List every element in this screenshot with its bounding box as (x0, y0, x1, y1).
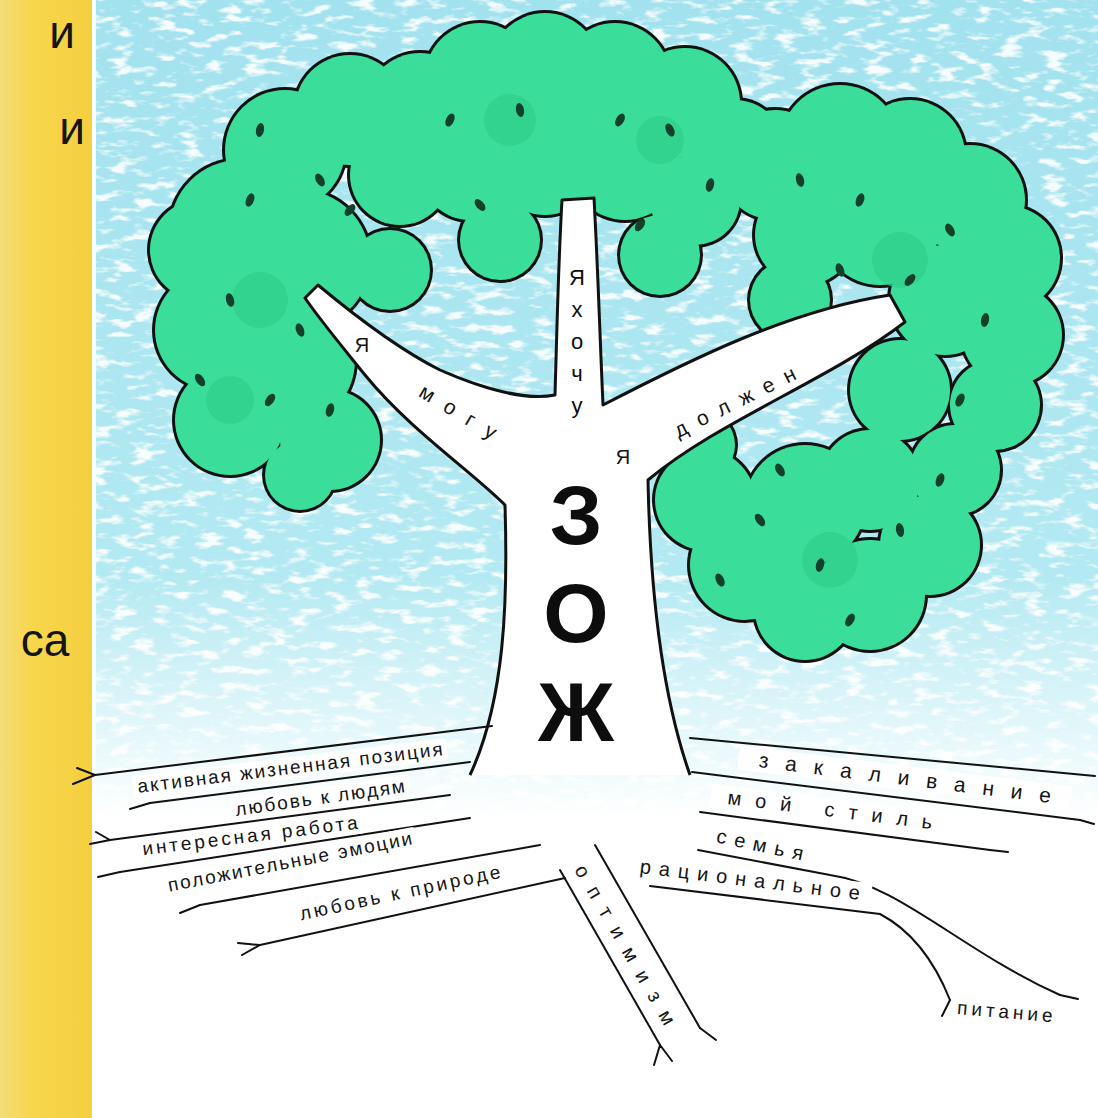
leaf-speck (294, 322, 306, 338)
leaf-speck (663, 122, 676, 138)
leaf-shade (484, 94, 536, 146)
leaf-speck (515, 102, 525, 117)
leaf-speck (342, 202, 357, 218)
leaf-shade (872, 232, 928, 288)
trunk-letters: ЗОЖ (534, 466, 618, 761)
side-text: и (46, 6, 78, 59)
sky (96, 0, 1098, 820)
branch-label: могу (400, 371, 516, 454)
tree-trunk (305, 198, 905, 775)
leaf-speck (613, 112, 627, 128)
leaf-speck (193, 372, 208, 388)
leaf-speck (843, 612, 857, 628)
root-label: любовь к природе (292, 860, 508, 926)
leaf-mass (910, 425, 1000, 515)
root-lines (73, 726, 1095, 1065)
leaf-speck (324, 402, 335, 418)
leaf-shade (802, 532, 858, 588)
picture-ground (92, 0, 1098, 1118)
leaf-mass (620, 215, 700, 295)
leaf-speck (443, 112, 456, 128)
side-strip (0, 0, 92, 1118)
leaf-speck (953, 392, 966, 408)
root-tips (73, 768, 1094, 1065)
root-label: мой стиль (709, 784, 950, 836)
leaf-speck (895, 522, 905, 537)
root-label: рациональное (628, 854, 873, 907)
leaf-speck (263, 392, 278, 408)
leaf-mass (820, 430, 920, 530)
leaf-speck (472, 197, 487, 213)
branch-label: должен (657, 355, 814, 449)
branch-label: Я хочу (569, 262, 586, 421)
leaf-speck (773, 462, 787, 478)
sky-speckles (96, 0, 1098, 820)
leaf-speck (902, 272, 917, 288)
leaf-mass (150, 200, 250, 300)
side-text: и (56, 102, 88, 155)
root-label: питание (949, 996, 1060, 1027)
leaf-shade (206, 376, 254, 424)
leaf-speck (255, 122, 265, 137)
leaf-speck (313, 172, 327, 188)
leaf-speck (980, 312, 990, 327)
leaf-mass (265, 440, 335, 510)
leaf-speck (704, 177, 715, 193)
leaf-speck (794, 172, 805, 188)
leaf-speck (934, 472, 946, 488)
leaf-speck (943, 222, 957, 238)
leaf-speck (854, 192, 866, 208)
leaf-mass (460, 200, 540, 280)
leaf-speck (814, 557, 825, 573)
leaf-speck (713, 572, 726, 588)
leaf-shade (232, 272, 288, 328)
leaf-speck (244, 192, 256, 208)
branch-label: Я (352, 334, 372, 357)
leaf-mass (350, 230, 430, 310)
root-line (650, 886, 950, 1000)
leaf-mass (850, 340, 950, 440)
side-text: са (18, 614, 73, 667)
branch-label: Я (613, 446, 633, 469)
leaf-shade (636, 116, 684, 164)
root-label: семья (704, 822, 817, 867)
leaf-speck (633, 217, 648, 233)
leaf-speck (224, 292, 235, 308)
leaf-speck (834, 262, 846, 278)
leaf-speck (753, 512, 768, 528)
